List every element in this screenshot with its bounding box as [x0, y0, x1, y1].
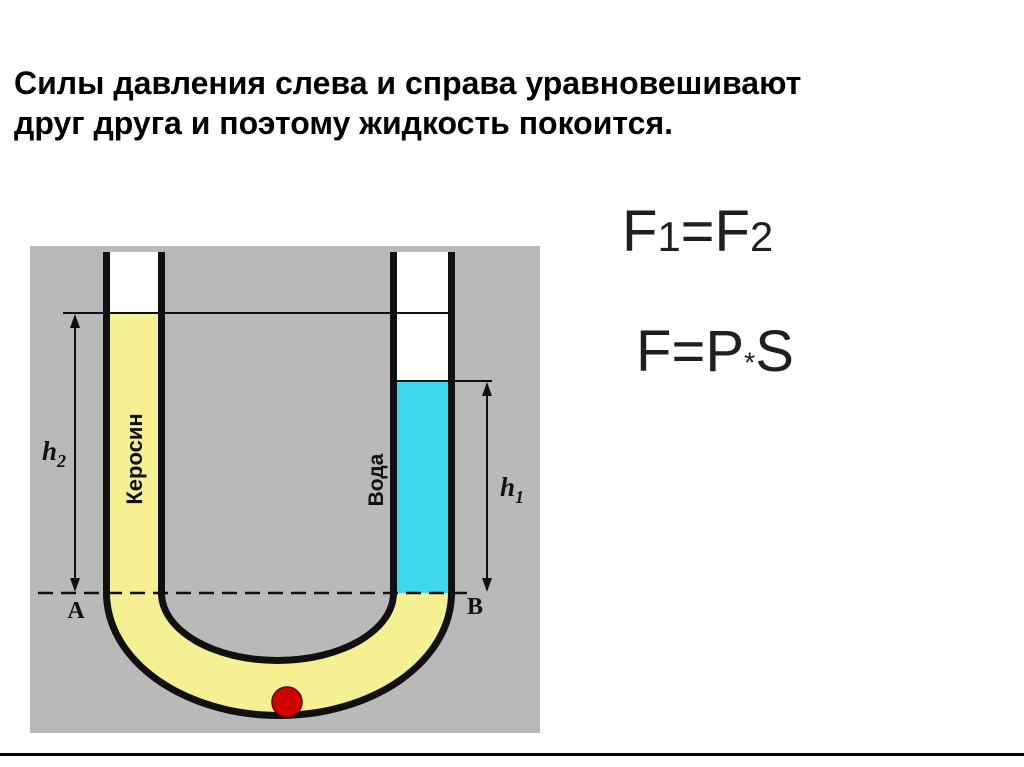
kerosene-bend-fill: [110, 593, 448, 712]
utube-diagram: h2 h1 Керосин Вода A B: [30, 246, 540, 733]
h2-subscript: 2: [56, 451, 66, 471]
point-b-label: B: [467, 594, 483, 620]
formula-force-pressure-area: F=P*S: [636, 318, 794, 385]
f2-pressure: P: [705, 319, 744, 384]
title-line-2: друг друга и поэтому жидкость покоится.: [14, 104, 673, 141]
water-label: Вода: [365, 453, 388, 506]
h1-label: h1: [500, 472, 524, 507]
f1-lhs-subscript: 1: [657, 213, 681, 260]
f2-equals: =: [671, 319, 706, 384]
left-tube-empty-space: [110, 252, 158, 313]
h2-symbol: h: [42, 436, 57, 466]
multiplication-star-icon: *: [744, 347, 756, 380]
h1-subscript: 1: [515, 487, 524, 507]
h1-measure-arrow: [482, 382, 492, 592]
point-a-label: A: [67, 598, 85, 624]
kerosene-column: [110, 313, 158, 593]
h2-arrow-down-head-icon: [70, 578, 80, 592]
f2-area: S: [755, 319, 794, 384]
h2-measure-arrow: [70, 314, 80, 592]
utube-svg: h2 h1 Керосин Вода A B: [30, 246, 540, 733]
title-line-1: Силы давления слева и справа уравновешив…: [14, 65, 802, 101]
red-ball: [271, 686, 303, 718]
h1-arrow-down-head-icon: [482, 578, 492, 592]
f2-force: F: [636, 319, 672, 384]
kerosene-label: Керосин: [122, 413, 147, 504]
f1-equals: =: [680, 199, 715, 264]
h2-arrow-up-head-icon: [70, 314, 80, 328]
h2-label: h2: [42, 436, 66, 471]
u-tube-middle-gap: [165, 252, 390, 657]
f1-lhs: F: [622, 199, 658, 264]
slide-title: Силы давления слева и справа уравновешив…: [14, 64, 801, 143]
h1-symbol: h: [500, 472, 515, 502]
formula-force-equality: F1=F2: [622, 198, 773, 265]
f1-rhs: F: [714, 199, 750, 264]
h1-arrow-up-head-icon: [482, 382, 492, 396]
f1-rhs-subscript: 2: [749, 213, 774, 260]
right-tube-empty-space: [397, 252, 448, 381]
slide-bottom-border: [0, 753, 1024, 756]
water-column: [397, 381, 448, 593]
